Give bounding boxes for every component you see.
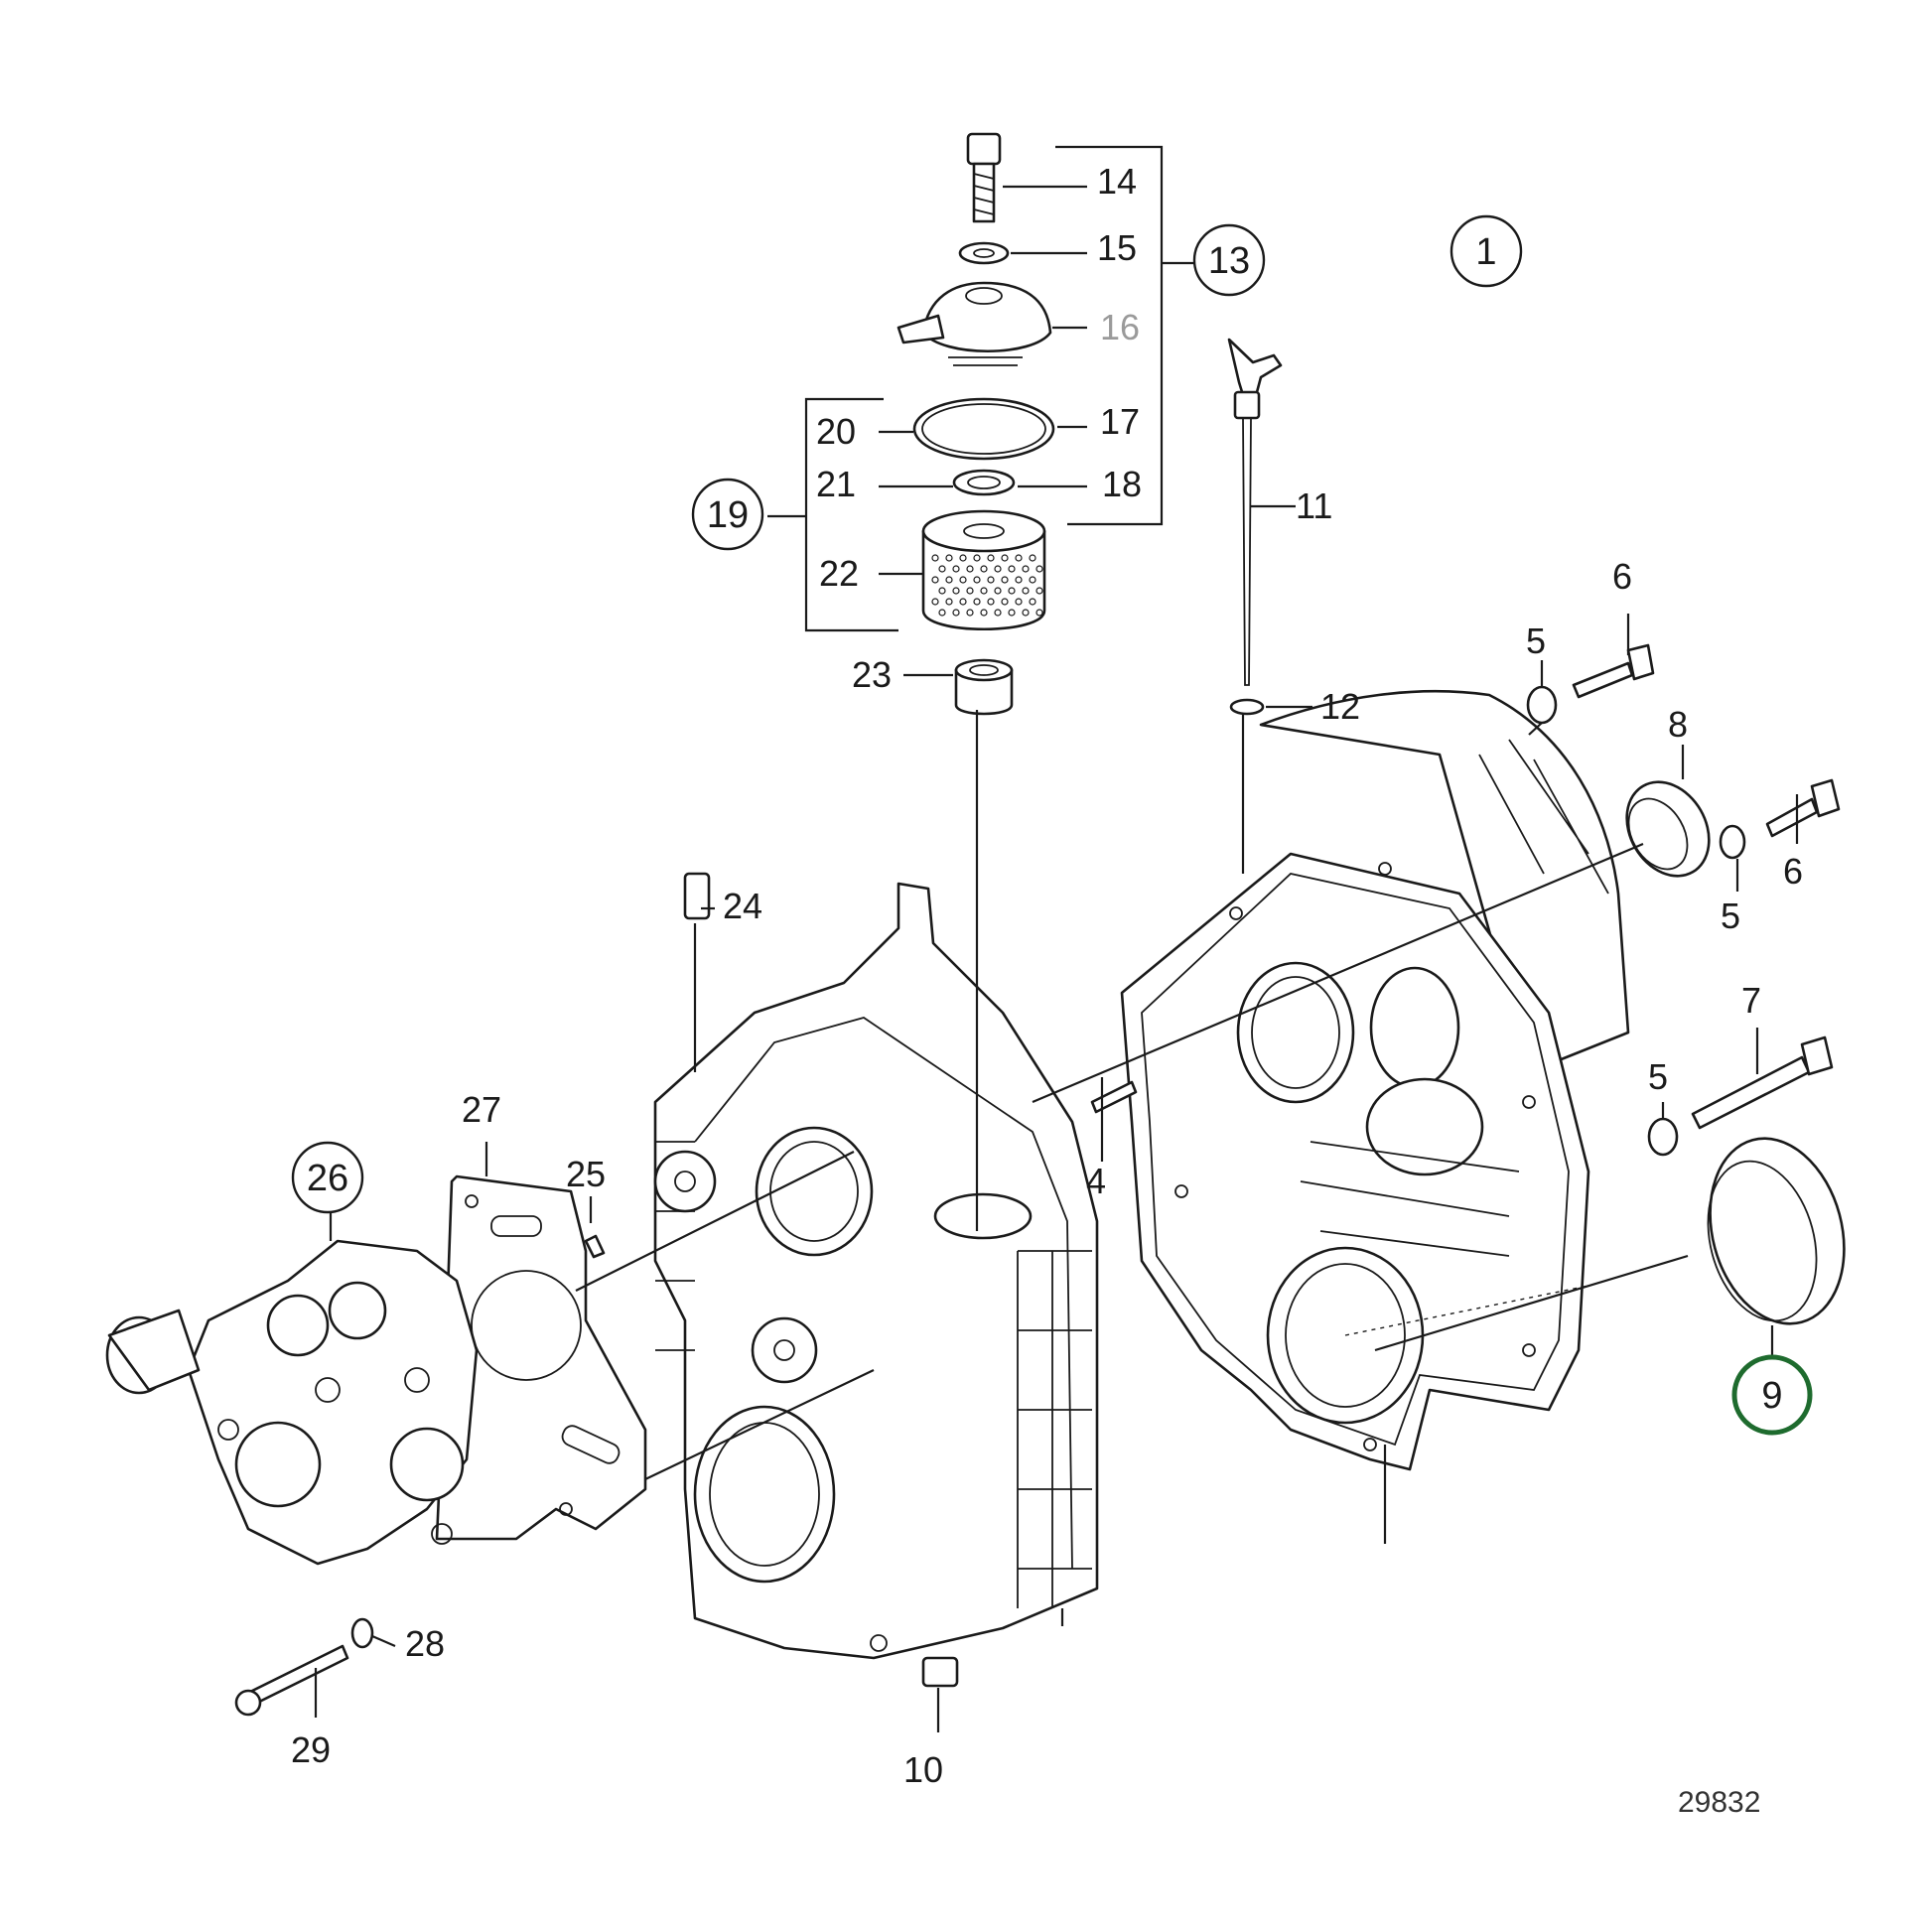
filter-perforation	[931, 598, 939, 606]
filter-perforation	[1029, 554, 1036, 562]
seal-8	[1625, 780, 1711, 878]
filter-perforation	[1022, 587, 1030, 595]
filter-perforation	[931, 576, 939, 584]
callout-25: 25	[566, 1154, 606, 1194]
filter-perforation	[1029, 598, 1036, 606]
filter-perforation	[1035, 609, 1043, 617]
filter-perforation	[966, 587, 974, 595]
filter-perforation	[1008, 609, 1016, 617]
callout-26: 26	[307, 1158, 348, 1199]
filter-perforation	[1015, 554, 1023, 562]
filter-perforation	[987, 554, 995, 562]
callout-9-circle[interactable]	[1731, 1354, 1813, 1436]
callout-6: 6	[1612, 556, 1632, 597]
filter-perforation	[1035, 587, 1043, 595]
callout-5: 5	[1526, 621, 1546, 661]
filter-perforation	[973, 554, 981, 562]
seal-9	[1707, 1137, 1846, 1325]
filter-perforation	[959, 554, 967, 562]
callout-22: 22	[819, 553, 859, 594]
filter-perforation	[1035, 565, 1043, 573]
callout-9[interactable]: 9	[1761, 1375, 1782, 1417]
filter-perforation	[987, 576, 995, 584]
filter-perforation	[994, 587, 1002, 595]
part-drawings	[105, 132, 1846, 1717]
filter-perforation	[980, 587, 988, 595]
filter-perforation	[952, 565, 960, 573]
filter-perforation	[1001, 554, 1009, 562]
callout-28: 28	[405, 1623, 445, 1664]
callout-7: 7	[1741, 980, 1761, 1021]
filter-perforation	[952, 609, 960, 617]
callout-6b: 6	[1783, 851, 1803, 892]
filter-perforation	[1022, 609, 1030, 617]
callout-18: 18	[1102, 464, 1142, 504]
callout-17: 17	[1100, 401, 1140, 442]
filter-perforation	[966, 565, 974, 573]
callout-5c: 5	[1648, 1056, 1668, 1097]
filter-perforation	[1015, 598, 1023, 606]
callouts: 1 13 19 26 9 14 15 16 17 18 20 21 22 23 …	[291, 161, 1813, 1819]
callout-11: 11	[1296, 485, 1332, 526]
filter-perforation	[980, 609, 988, 617]
callout-27: 27	[462, 1089, 501, 1130]
filter-perforation	[959, 598, 967, 606]
filter-perforation	[973, 598, 981, 606]
callout-5b: 5	[1721, 896, 1740, 936]
filter-perforation	[945, 554, 953, 562]
callout-16: 16	[1100, 307, 1140, 347]
filter-perforation	[1001, 576, 1009, 584]
callout-1-circle	[1449, 214, 1523, 288]
timing-cover	[653, 882, 1099, 1660]
filter-perforation	[980, 565, 988, 573]
filter-perforation	[945, 598, 953, 606]
filter-perforation	[987, 598, 995, 606]
callout-23: 23	[852, 654, 892, 695]
filter-perforation	[959, 576, 967, 584]
callout-14: 14	[1097, 161, 1137, 202]
callout-12: 12	[1320, 686, 1360, 727]
callout-13: 13	[1208, 240, 1250, 282]
filter-perforation	[1029, 576, 1036, 584]
leader-lines	[314, 145, 1799, 1732]
filter-perforation	[945, 576, 953, 584]
filter-perforation	[1001, 598, 1009, 606]
oil-filter-stack	[897, 132, 1055, 716]
callout-15: 15	[1097, 227, 1137, 268]
callout-24: 24	[723, 886, 762, 926]
callout-21: 21	[816, 464, 856, 504]
filter-perforation	[1008, 565, 1016, 573]
callout-19: 19	[707, 494, 749, 536]
filter-perforation	[1015, 576, 1023, 584]
callout-13-circle	[1192, 223, 1266, 297]
callout-19-circle	[691, 478, 764, 551]
filter-perforation	[1008, 587, 1016, 595]
filter-perforation	[938, 587, 946, 595]
callout-8: 8	[1668, 704, 1688, 745]
filter-perforation	[1022, 565, 1030, 573]
filter-perforation	[931, 554, 939, 562]
filter-perforation	[994, 565, 1002, 573]
filter-perforation	[973, 576, 981, 584]
callout-10: 10	[903, 1749, 943, 1790]
flywheel-housing	[1120, 689, 1630, 1471]
filter-perforation	[938, 565, 946, 573]
callout-20: 20	[816, 411, 856, 452]
callout-4: 4	[1086, 1161, 1106, 1201]
oil-pump-body	[105, 1239, 479, 1566]
filter-perforation	[994, 609, 1002, 617]
dipstick	[1227, 338, 1283, 716]
filter-perforation	[952, 587, 960, 595]
callout-1: 1	[1475, 231, 1496, 273]
filter-perforation	[938, 609, 946, 617]
callout-29: 29	[291, 1729, 331, 1770]
filter-perforation	[966, 609, 974, 617]
figure-number: 29832	[1678, 1786, 1760, 1819]
callout-26-circle	[291, 1141, 364, 1214]
